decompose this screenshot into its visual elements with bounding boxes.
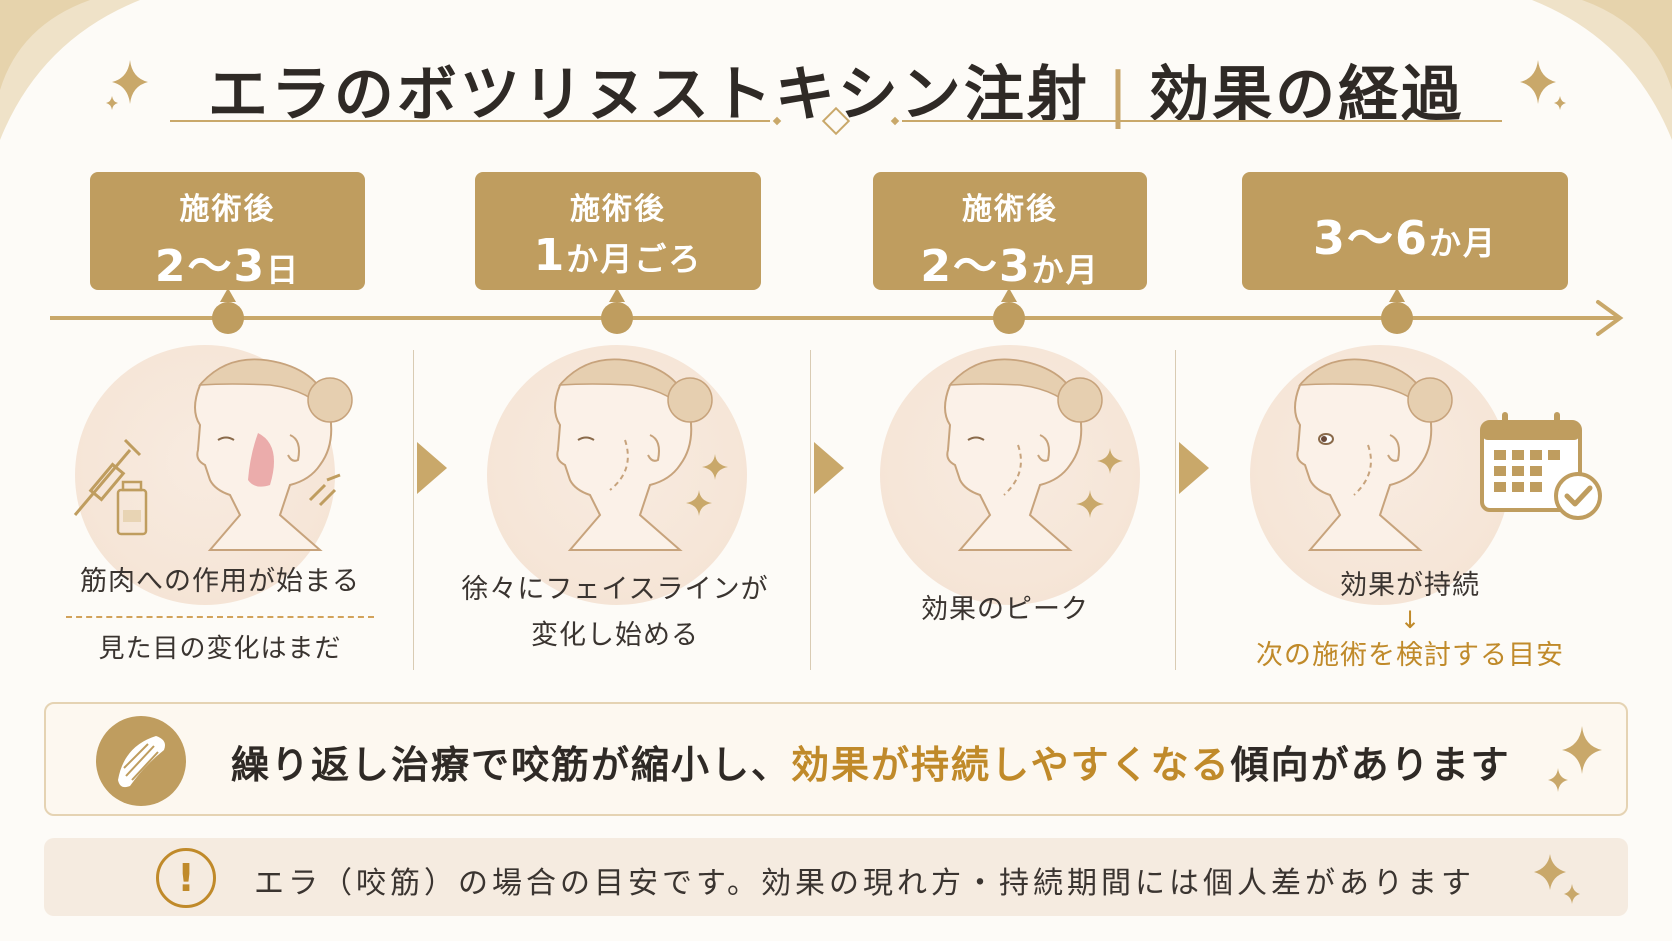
timeline-dot (993, 302, 1025, 334)
face-illustration (1294, 358, 1453, 551)
sparkle-icon (686, 490, 712, 516)
banner-message: 繰り返し治療で咬筋が縮小し、効果が持続しやすくなる傾向があります (231, 734, 1511, 789)
banner-text-after: 傾向があります (1230, 743, 1511, 787)
column-divider (810, 350, 811, 670)
info-banner: 繰り返し治療で咬筋が縮小し、効果が持続しやすくなる傾向があります (44, 702, 1628, 816)
period-value: 2〜3日 (90, 230, 365, 294)
period-number: 1 (533, 230, 567, 281)
sparkle-icon (1534, 854, 1580, 904)
face-illustration (944, 358, 1103, 551)
column-divider (1175, 350, 1176, 670)
period-label: 施術後 (962, 192, 1058, 227)
disclaimer-note: ! エラ（咬筋）の場合の目安です。効果の現れ方・持続期間には個人差があります (44, 838, 1628, 916)
chevron-right-icon (814, 442, 844, 494)
sparkle-icon (1548, 726, 1602, 792)
sparkle-icon (702, 454, 728, 480)
period-number: 3〜6 (1312, 211, 1429, 265)
timeline-dot (601, 302, 633, 334)
exclamation-icon: ! (156, 848, 216, 908)
sparkle-icon (1097, 448, 1123, 474)
caption-dashed-divider (66, 616, 374, 618)
stage-4-caption-next: 次の施術を検討する目安 (1256, 640, 1564, 671)
vibration-lines (308, 473, 341, 507)
vial-icon (116, 480, 148, 536)
calendar-check-icon (1480, 412, 1602, 520)
period-value: 3〜6か月 (1242, 202, 1568, 268)
period-box-4: 3〜6か月 (1242, 172, 1568, 290)
title-area: エラのボツリヌストキシン注射|効果の経過 (0, 28, 1672, 138)
sparkle-icon (1076, 490, 1104, 518)
title-sub: 効果の経過 (1149, 60, 1465, 130)
period-box-1: 施術後 2〜3日 (90, 172, 365, 292)
title-underline (170, 106, 1502, 136)
syringe-icon (73, 438, 142, 516)
stage-2-caption-line1: 徐々にフェイスラインが (461, 574, 769, 605)
period-unit: か月ごろ (566, 240, 703, 278)
period-box-2: 施術後 1か月ごろ (475, 172, 761, 290)
stage-1-caption-main: 筋肉への作用が始まる (80, 566, 360, 597)
period-value: 2〜3か月 (873, 230, 1147, 294)
face-illustration (554, 358, 713, 551)
stage-4-caption-main: 効果が持続 (1340, 570, 1480, 601)
period-unit: か月 (1429, 224, 1498, 262)
period-label: 施術後 (179, 192, 276, 227)
banner-text-highlight: 効果が持続しやすくなる (791, 743, 1231, 787)
masseter-muscle-icon (96, 716, 186, 806)
timeline-dot (1381, 302, 1413, 334)
title-main: エラのボツリヌストキシン注射 (207, 60, 1090, 130)
period-box-3: 施術後 2〜3か月 (873, 172, 1147, 292)
period-value: 1か月ごろ (475, 230, 761, 281)
period-number: 2〜3 (154, 241, 267, 292)
stage-1-caption-sub: 見た目の変化はまだ (98, 634, 342, 664)
stage-2-caption-line2: 変化し始める (531, 620, 699, 651)
stage-3-caption: 効果のピーク (921, 594, 1089, 625)
column-divider (413, 350, 414, 670)
timeline-dot (212, 302, 244, 334)
sparkle-icon (106, 60, 148, 110)
chevron-right-icon (1179, 442, 1209, 494)
page-title: エラのボツリヌストキシン注射|効果の経過 (0, 46, 1672, 133)
face-illustration (194, 358, 353, 551)
title-separator: | (1107, 60, 1132, 130)
period-unit: 日 (266, 251, 301, 289)
period-number: 2〜3 (920, 241, 1032, 292)
chevron-right-icon (417, 442, 447, 494)
period-unit: か月 (1031, 251, 1100, 289)
down-arrow-icon: ↓ (1400, 606, 1421, 634)
disclaimer-text: エラ（咬筋）の場合の目安です。効果の現れ方・持続期間には個人差があります (254, 866, 1475, 901)
period-label: 施術後 (570, 192, 666, 227)
banner-text-before: 繰り返し治療で咬筋が縮小し、 (231, 743, 792, 787)
sparkle-icon (1520, 60, 1566, 110)
timeline (50, 288, 1624, 336)
